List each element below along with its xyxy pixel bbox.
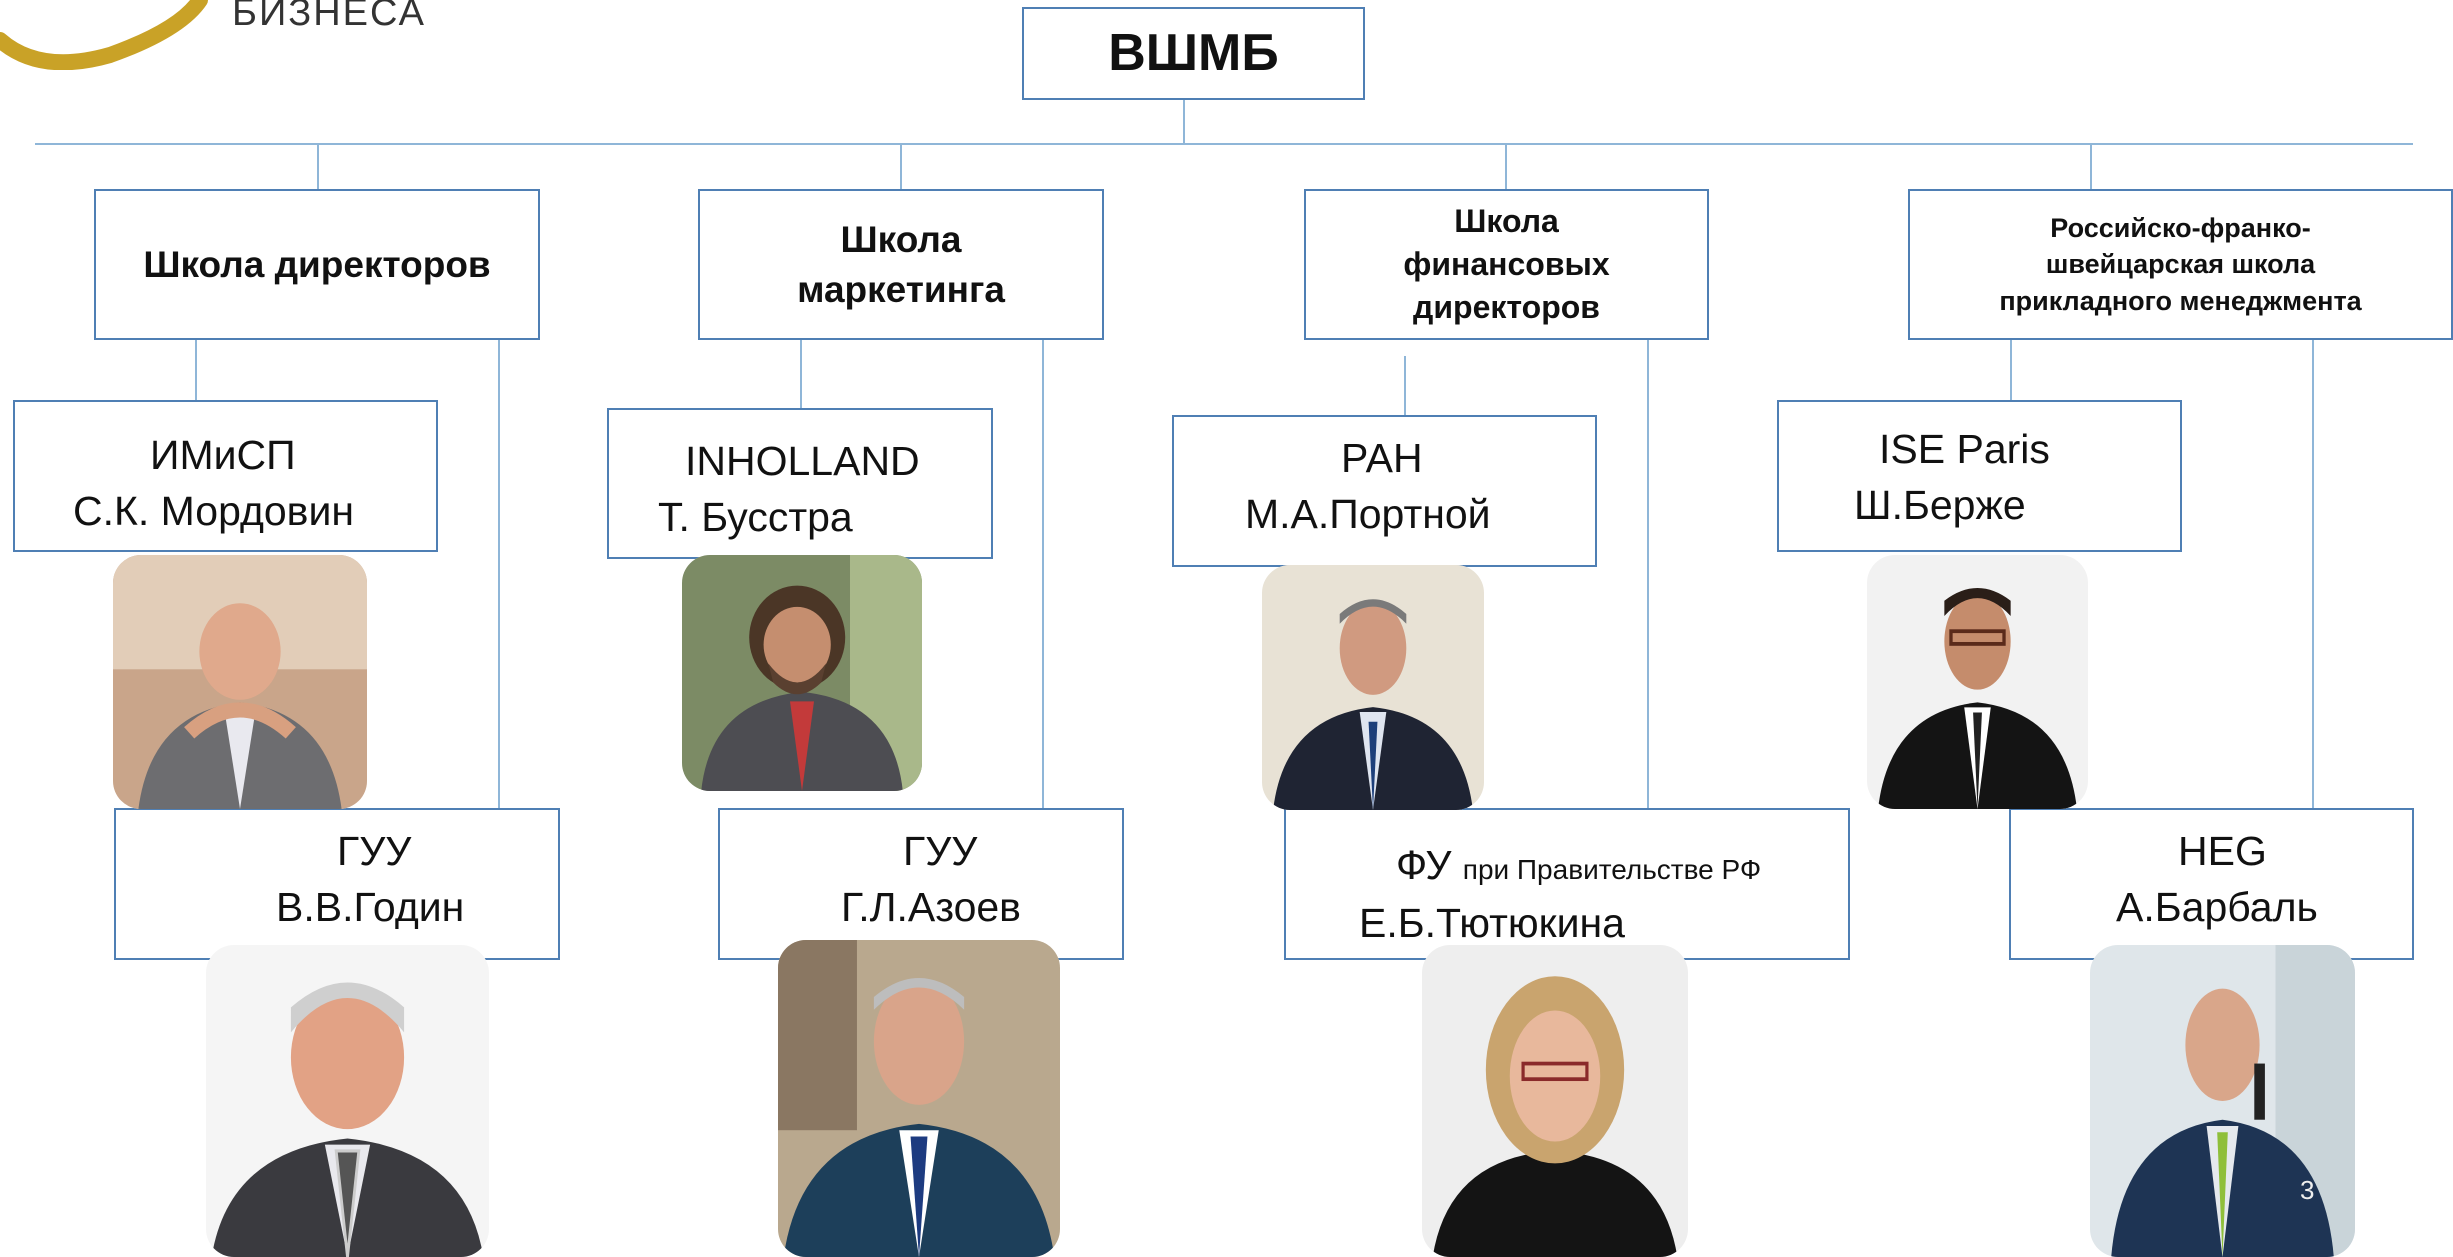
partner-person-2b: Г.Л.Азоев <box>841 884 1021 930</box>
portrait-portnoy <box>1262 565 1484 810</box>
school-box-3: Школа финансовых директоров <box>1304 189 1709 340</box>
partner-box-4b: HEG А.Барбаль <box>2009 808 2414 960</box>
connector-4a <box>2010 340 2012 400</box>
partner-box-1b: ГУУ В.В.Годин <box>114 808 560 960</box>
school-box-2: Школа маркетинга <box>698 189 1104 340</box>
page-number: 3 <box>2300 1175 2315 1205</box>
logo-ring-icon <box>0 0 208 70</box>
partner-person-4b: А.Барбаль <box>2116 884 2318 930</box>
partner-org-1b: ГУУ <box>337 828 412 874</box>
partner-org-3a: РАН <box>1341 435 1423 481</box>
partner-org-3b-name: ФУ <box>1396 842 1452 888</box>
connector-2a <box>800 340 802 470</box>
partner-box-2a: INHOLLAND Т. Бусстра <box>607 408 993 559</box>
partner-person-4a: Ш.Берже <box>1854 482 2026 528</box>
partner-org-2a: INHOLLAND <box>685 438 920 484</box>
connector-1a <box>195 340 197 400</box>
portrait-godin <box>206 945 489 1257</box>
partner-box-3b: ФУ при Правительстве РФ Е.Б.Тютюкина <box>1284 808 1850 960</box>
school-title-1: Школа директоров <box>143 243 491 285</box>
root-title: ВШМБ <box>1108 24 1279 83</box>
partner-person-3b: Е.Б.Тютюкина <box>1359 900 1625 946</box>
school-box-4: Российско-франко-швейцарская школа прикл… <box>1908 189 2453 340</box>
partner-org-2b: ГУУ <box>903 828 978 874</box>
partner-box-2b: ГУУ Г.Л.Азоев <box>718 808 1124 960</box>
partner-box-3a: РАН М.А.Портной <box>1172 415 1597 567</box>
connector-3b <box>1647 340 1649 810</box>
connector-horizontal-bus <box>35 143 2413 145</box>
partner-person-1b: В.В.Годин <box>276 884 465 930</box>
logo-text: БИЗНЕСА <box>232 0 426 34</box>
portrait-tyutyukina <box>1422 945 1688 1257</box>
partner-person-1a: С.К. Мордовин <box>73 488 354 534</box>
connector-2b <box>1042 340 1044 810</box>
partner-org-3b-suffix: при Правительстве РФ <box>1462 854 1762 885</box>
partner-box-4a: ISE Paris Ш.Берже <box>1777 400 2182 552</box>
school-box-1: Школа директоров <box>94 189 540 340</box>
portrait-azoev <box>778 940 1060 1257</box>
school-title-2: Школа маркетинга <box>797 218 1005 310</box>
partner-org-1a: ИМиСП <box>150 432 296 478</box>
partner-box-1a: ИМиСП С.К. Мордовин <box>13 400 438 552</box>
portrait-berzhe <box>1867 555 2088 809</box>
connector-school-4 <box>2090 143 2092 190</box>
connector-school-3 <box>1505 143 1507 190</box>
partner-org-3b: ФУ при Правительстве РФ <box>1396 838 1761 893</box>
root-box: ВШМБ <box>1022 7 1365 100</box>
partner-person-2a: Т. Бусстра <box>658 494 853 540</box>
connector-1b <box>498 340 500 810</box>
portrait-mordovin <box>113 555 367 809</box>
school-title-3: Школа финансовых директоров <box>1403 202 1610 326</box>
portrait-busstra <box>682 555 922 791</box>
connector-school-1 <box>317 143 319 190</box>
partner-org-4b: HEG <box>2178 828 2267 874</box>
portrait-barbal: 3 <box>2090 945 2355 1257</box>
connector-4b <box>2312 340 2314 810</box>
connector-school-2 <box>900 143 902 190</box>
connector-3a <box>1404 356 1406 428</box>
connector-root-down <box>1183 100 1185 144</box>
partner-person-3a: М.А.Портной <box>1245 491 1491 537</box>
school-title-4: Российско-франко-швейцарская школа прикл… <box>1999 212 2362 316</box>
partner-org-4a: ISE Paris <box>1879 426 2050 472</box>
